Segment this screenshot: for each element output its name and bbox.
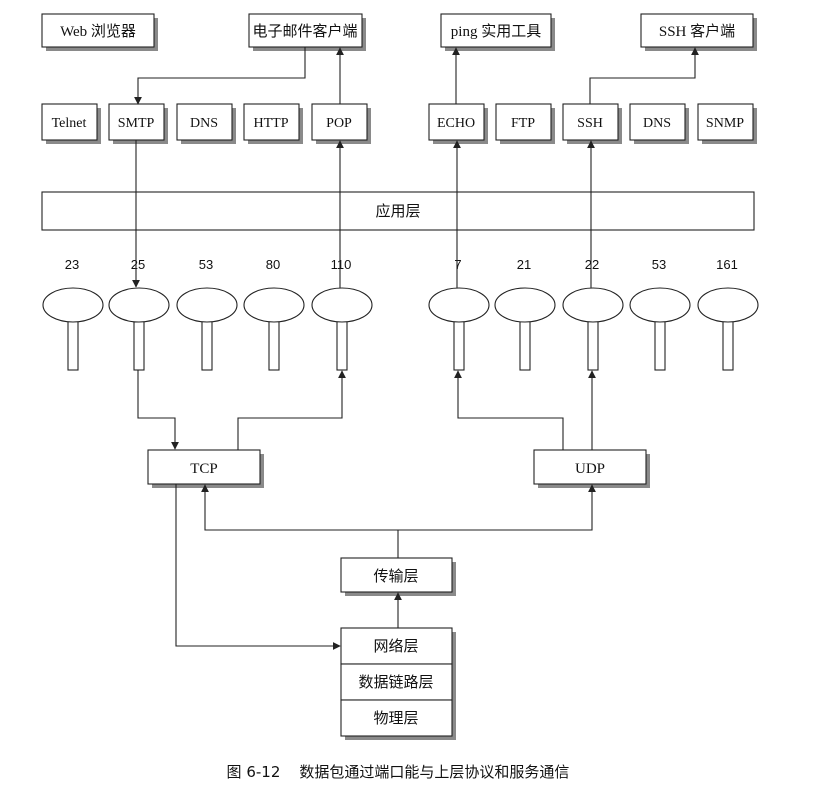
port-socket-echo xyxy=(428,287,490,371)
protocol-telnet: Telnet xyxy=(41,103,101,144)
protocol-echo-label: ECHO xyxy=(437,116,475,131)
connector-web-to-smtp xyxy=(134,47,306,105)
port-number-smtp: 25 xyxy=(131,257,145,272)
transport-layer-box: 传输层 xyxy=(340,557,456,596)
protocol-telnet-label: Telnet xyxy=(52,116,87,131)
port-sockets xyxy=(42,287,759,371)
client-ping: ping 实用工具 xyxy=(440,13,555,51)
udp-label: UDP xyxy=(575,461,605,477)
network-layer-label: 网络层 xyxy=(373,638,418,655)
connector-transport-to-tcp xyxy=(201,484,398,531)
physical-layer-label: 物理层 xyxy=(373,710,418,727)
lower-layer-stack: 网络层 数据链路层 物理层 xyxy=(340,627,456,740)
protocol-dns-tcp: DNS xyxy=(176,103,236,144)
application-layer-label: 应用层 xyxy=(375,202,420,220)
protocol-ssh-label: SSH xyxy=(577,116,603,131)
protocol-dns-udp: DNS xyxy=(629,103,689,144)
data-link-layer-label: 数据链路层 xyxy=(358,674,433,691)
client-ssh-label: SSH 客户端 xyxy=(659,23,735,40)
port-number-dns-tcp: 53 xyxy=(199,257,213,272)
protocol-pop: POP xyxy=(311,103,371,144)
protocol-smtp-label: SMTP xyxy=(118,116,155,131)
application-layer-bar: 应用层 xyxy=(41,191,755,231)
protocol-snmp-label: SNMP xyxy=(706,116,744,131)
port-number-dns-udp: 53 xyxy=(652,257,666,272)
figure-caption: 图 6-12 数据包通过端口能与上层协议和服务通信 xyxy=(227,763,570,781)
port-socket-telnet xyxy=(42,287,104,371)
protocol-http: HTTP xyxy=(243,103,303,144)
tcp-box: TCP xyxy=(147,449,264,488)
protocol-ssh: SSH xyxy=(562,103,622,144)
connector-tcp-to-network xyxy=(175,484,341,650)
protocol-ftp-label: FTP xyxy=(511,116,535,131)
port-socket-dns-tcp xyxy=(176,287,238,371)
transport-layer-label: 传输层 xyxy=(373,568,418,585)
port-numbers: 23 25 53 80 110 7 21 22 53 161 xyxy=(65,257,738,272)
port-number-snmp: 161 xyxy=(716,257,738,272)
connector-ssh-to-client xyxy=(589,47,699,104)
port-socket-snmp xyxy=(697,287,759,371)
connector-port25-to-tcp xyxy=(137,370,179,450)
port-number-http: 80 xyxy=(266,257,280,272)
protocol-snmp: SNMP xyxy=(697,103,757,144)
port-socket-ftp xyxy=(494,287,556,371)
client-web-browser: Web 浏览器 xyxy=(41,13,158,51)
protocol-dns-tcp-label: DNS xyxy=(190,116,218,131)
client-email-label: 电子邮件客户端 xyxy=(252,23,357,40)
connector-tcp-to-port110 xyxy=(237,370,346,450)
client-email: 电子邮件客户端 xyxy=(248,13,366,51)
connector-udp-to-port7 xyxy=(454,370,564,450)
port-number-pop: 110 xyxy=(331,257,352,272)
port-socket-smtp xyxy=(108,287,170,371)
protocol-pop-label: POP xyxy=(326,116,352,131)
port-number-ssh: 22 xyxy=(585,257,599,272)
port-number-ftp: 21 xyxy=(517,257,531,272)
protocol-http-label: HTTP xyxy=(254,116,289,131)
protocol-dns-udp-label: DNS xyxy=(643,116,671,131)
client-ssh: SSH 客户端 xyxy=(640,13,757,51)
port-socket-dns-udp xyxy=(629,287,691,371)
protocol-smtp: SMTP xyxy=(108,103,168,144)
connectors xyxy=(132,47,699,650)
port-socket-ssh xyxy=(562,287,624,371)
protocol-ftp: FTP xyxy=(495,103,555,144)
connector-transport-to-udp xyxy=(398,484,596,531)
port-number-echo: 7 xyxy=(454,257,461,272)
tcp-label: TCP xyxy=(190,461,218,477)
port-socket-pop xyxy=(311,287,373,371)
protocol-echo: ECHO xyxy=(428,103,488,144)
port-number-telnet: 23 xyxy=(65,257,79,272)
udp-box: UDP xyxy=(533,449,650,488)
client-ping-label: ping 实用工具 xyxy=(451,23,541,40)
client-web-browser-label: Web 浏览器 xyxy=(60,23,136,40)
port-socket-http xyxy=(243,287,305,371)
